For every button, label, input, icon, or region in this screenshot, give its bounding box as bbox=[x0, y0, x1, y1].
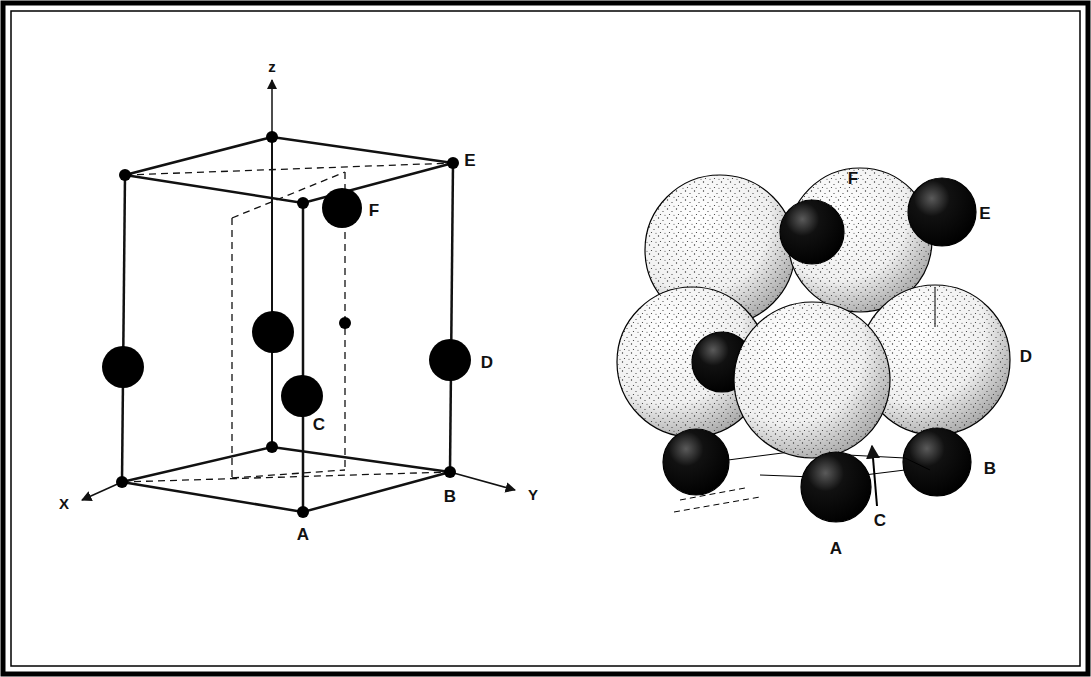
atom-label: D bbox=[1020, 348, 1032, 365]
inner-frame bbox=[11, 11, 1080, 666]
outer-frame bbox=[3, 3, 1088, 674]
space-filling-model bbox=[617, 168, 1010, 522]
atom-label: A bbox=[297, 526, 309, 543]
atom-label: D bbox=[481, 354, 493, 371]
atom-label: E bbox=[979, 205, 990, 222]
axis-label: X bbox=[59, 496, 69, 511]
atom-label: B bbox=[444, 488, 456, 505]
axis-label: z bbox=[268, 59, 276, 74]
atom-label: F bbox=[848, 170, 858, 187]
unit-cell bbox=[82, 80, 515, 512]
atom-label: E bbox=[464, 152, 475, 169]
axis-label: Y bbox=[528, 487, 538, 502]
atom-label: C bbox=[874, 512, 886, 529]
atom-label: F bbox=[369, 202, 379, 219]
atom-label: B bbox=[984, 460, 996, 477]
atom-label: A bbox=[830, 540, 842, 557]
atom-label: C bbox=[313, 416, 325, 433]
atoms-wireframe bbox=[102, 131, 471, 518]
